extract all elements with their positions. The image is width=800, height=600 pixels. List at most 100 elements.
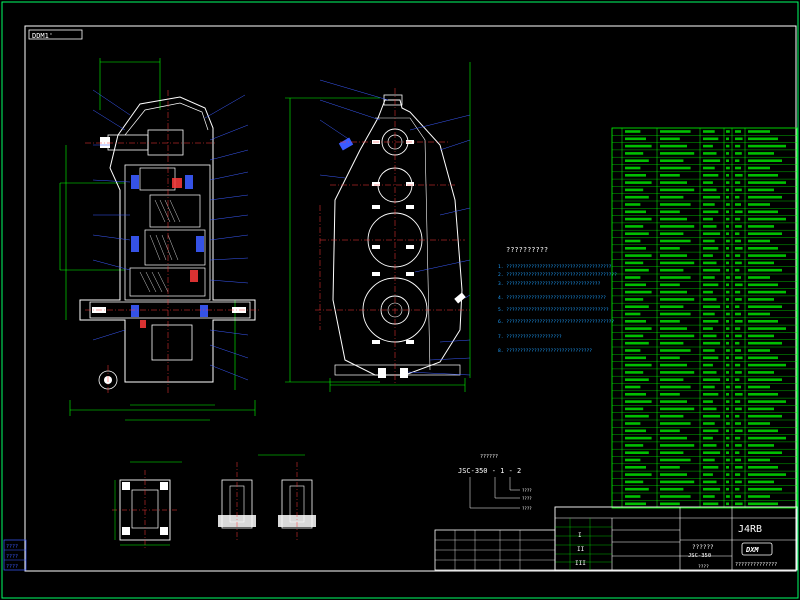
bom-cell-text xyxy=(660,407,695,411)
bom-cell-text xyxy=(748,356,778,360)
bom-cell-text xyxy=(625,473,652,476)
bom-cell-text xyxy=(726,356,729,360)
bom-cell-text xyxy=(726,429,729,433)
bom-cell-text xyxy=(735,276,741,279)
bom-cell-text xyxy=(703,130,715,133)
bom-cell-text xyxy=(703,334,717,338)
bom-cell-text xyxy=(735,341,740,345)
bom-cell-text xyxy=(735,458,741,462)
bom-cell-text xyxy=(703,422,715,425)
bom-cell-text xyxy=(625,195,649,199)
side-stamp-1: ???? xyxy=(6,544,18,550)
bom-cell-text xyxy=(625,159,649,162)
bom-cell-text xyxy=(703,181,713,184)
model-code: JSC-350 - 1 - 2 xyxy=(458,467,521,475)
bom-cell-text xyxy=(735,327,741,330)
bom-cell-text xyxy=(735,305,740,308)
bom-cell-text xyxy=(625,502,646,506)
bom-cell-text xyxy=(726,378,729,381)
bom-cell-text xyxy=(625,261,644,265)
bom-cell-text xyxy=(625,422,641,425)
bom-cell-text xyxy=(735,174,743,177)
bom-cell-text xyxy=(660,487,684,491)
bom-cell-text xyxy=(703,276,715,279)
bom-cell-text xyxy=(625,414,649,418)
bom-cell-text xyxy=(660,422,691,425)
bom-cell-text xyxy=(660,349,691,352)
bom-cell-text xyxy=(735,283,743,287)
bom-cell-text xyxy=(748,225,774,228)
model-code-notation: ?????? JSC-350 - 1 - 2 ???? ???? ???? xyxy=(458,454,532,511)
bom-cell-text xyxy=(726,130,730,133)
bom-cell-text xyxy=(625,320,646,323)
bom-cell-text xyxy=(735,210,743,214)
bom-cell-text xyxy=(703,290,713,294)
bom-cell-text xyxy=(625,451,649,454)
bom-cell-text xyxy=(660,239,691,243)
bom-cell-text xyxy=(726,152,729,155)
bom-cell-text xyxy=(625,283,646,287)
bom-cell-text xyxy=(726,217,730,221)
bom-cell-text xyxy=(726,444,729,447)
bom-cell-text xyxy=(748,487,782,491)
bom-cell-text xyxy=(660,312,691,316)
bom-cell-text xyxy=(625,305,649,308)
bom-cell-text xyxy=(748,327,786,330)
bom-cell-text xyxy=(726,451,729,454)
bom-cell-text xyxy=(660,166,691,170)
bom-cell-text xyxy=(726,495,730,498)
bom-cell-text xyxy=(726,327,730,330)
bom-cell-text xyxy=(625,152,644,155)
bom-cell-text xyxy=(625,137,646,141)
bom-cell-text xyxy=(703,400,713,403)
bom-cell-text xyxy=(660,378,684,381)
bom-cell-text xyxy=(625,341,649,345)
bom-cell-text xyxy=(660,466,680,469)
note-line-8: 8. ??????????????????????????????? xyxy=(498,348,592,354)
bom-cell-text xyxy=(660,188,695,192)
bom-cell-text xyxy=(660,195,684,199)
bom-cell-text xyxy=(735,312,741,316)
bom-cell-text xyxy=(748,268,782,272)
bom-cell-text xyxy=(703,487,721,491)
bom-cell-text xyxy=(625,466,646,469)
bom-cell-text xyxy=(726,334,729,338)
technical-notes: ?????????? 1. ??????????????????????????… xyxy=(498,246,617,354)
bom-cell-text xyxy=(748,239,770,243)
bom-cell-text xyxy=(703,320,719,323)
bom-cell-text xyxy=(625,429,646,433)
bom-cell-text xyxy=(735,407,742,411)
bom-cell-text xyxy=(703,203,715,206)
bom-cell-text xyxy=(726,290,730,294)
bom-cell-text xyxy=(660,254,687,257)
bom-cell-text xyxy=(726,210,729,214)
bom-cell-text xyxy=(726,400,730,403)
bom-cell-text xyxy=(726,502,729,506)
bom-cell-text xyxy=(735,137,743,141)
bom-cell-text xyxy=(703,436,713,440)
bom-cell-text xyxy=(735,429,743,433)
bom-cell-text xyxy=(625,144,652,148)
bom-cell-text xyxy=(625,247,646,250)
bom-cell-text xyxy=(625,495,641,498)
bom-cell-text xyxy=(726,458,730,462)
product-name: ?????? xyxy=(692,544,714,551)
bom-cell-text xyxy=(625,487,649,491)
note-line-7: 7. ???????????????????? xyxy=(498,334,562,340)
bom-cell-text xyxy=(703,166,715,170)
bom-cell-text xyxy=(660,414,684,418)
bom-cell-text xyxy=(726,487,729,491)
bom-cell-text xyxy=(735,232,740,235)
bom-cell-text xyxy=(703,349,715,352)
bom-cell-text xyxy=(660,363,687,367)
bom-cell-text xyxy=(703,247,719,250)
drawing-number: J4RB xyxy=(738,524,762,535)
bom-cell-text xyxy=(726,166,730,170)
bom-cell-text xyxy=(703,363,713,367)
bom-cell-text xyxy=(748,166,770,170)
bom-cell-text xyxy=(625,458,641,462)
bom-cell-text xyxy=(735,356,743,360)
bom-cell-text xyxy=(748,400,786,403)
bom-cell-text xyxy=(625,181,652,184)
bom-cell-text xyxy=(660,217,687,221)
